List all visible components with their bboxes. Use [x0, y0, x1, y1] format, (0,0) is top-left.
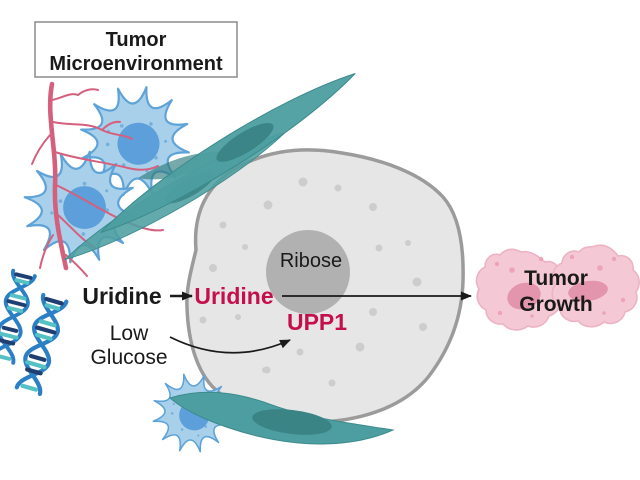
cell-nucleus: [266, 230, 350, 314]
label-uridine-extracellular: Uridine: [82, 283, 161, 309]
cytoplasm-granules: [199, 177, 427, 387]
svg-text:Glucose: Glucose: [90, 346, 167, 369]
arrow-low-glucose: [169, 336, 291, 354]
tumor-cell-cluster-icon: [475, 244, 640, 331]
title-box: Tumor Microenvironment: [34, 21, 238, 78]
cancer-cell: Ribose: [185, 148, 465, 425]
fibroblast-cell-icon: [168, 391, 395, 445]
svg-text:Low: Low: [110, 322, 149, 345]
svg-text:Tumor: Tumor: [524, 267, 588, 290]
svg-text:Growth: Growth: [519, 293, 593, 316]
label-uridine-intracellular: Uridine: [194, 283, 273, 309]
nucleus-label: Ribose: [280, 250, 342, 272]
label-tumor-growth: Tumor Growth: [519, 267, 593, 316]
title-line-1: Tumor: [106, 29, 167, 51]
label-upp1-enzyme: UPP1: [287, 309, 347, 335]
title-line-2: Microenvironment: [49, 53, 223, 75]
tumor-cell-speckles: [494, 254, 626, 318]
blood-vessel-icon: [31, 81, 164, 277]
label-low-glucose: Low Glucose: [90, 322, 167, 369]
